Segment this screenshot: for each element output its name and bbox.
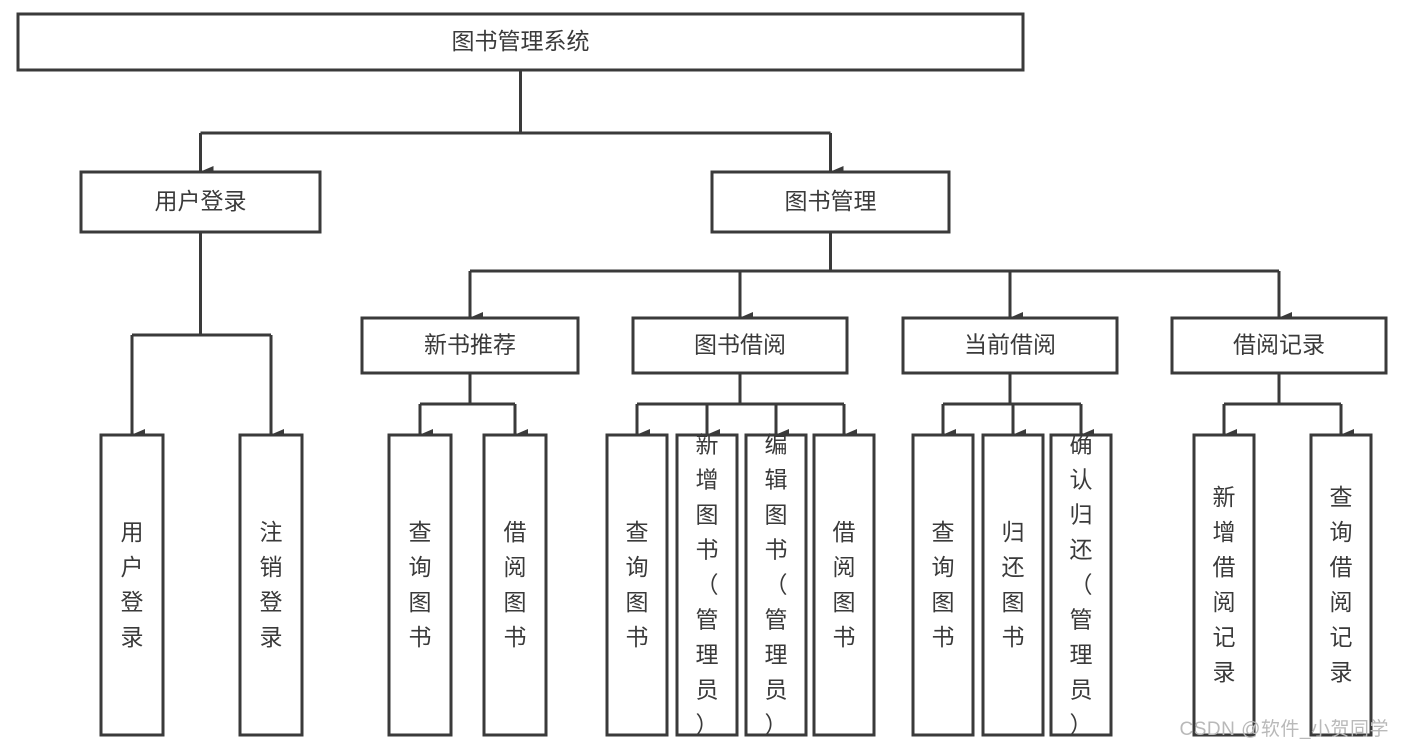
node-borrow-record[interactable]: 借阅记录 <box>1170 316 1388 375</box>
node-label: 新书推荐 <box>424 332 516 358</box>
node-box[interactable] <box>631 316 849 375</box>
node-box[interactable] <box>605 433 669 737</box>
node-box[interactable] <box>1049 433 1113 737</box>
node-label: 查询图书 <box>626 519 649 650</box>
node-box[interactable] <box>1192 433 1256 737</box>
node-new-book-recommend[interactable]: 新书推荐 <box>360 316 580 375</box>
node-label: 查询图书 <box>409 519 432 650</box>
node-label: 新增借阅记录 <box>1213 484 1236 685</box>
leaf-leaf-borrow-book-2[interactable]: 借阅图书 <box>812 433 876 737</box>
node-box[interactable] <box>981 433 1045 737</box>
leaf-leaf-user-logout[interactable]: 注销登录 <box>238 433 304 737</box>
node-label: 用户登录 <box>121 519 144 650</box>
node-box[interactable] <box>482 433 548 737</box>
leaf-leaf-add-book[interactable]: 新增图书（管理员） <box>675 432 739 738</box>
leaf-leaf-confirm-return[interactable]: 确认归还（管理员） <box>1049 432 1113 738</box>
node-label: 当前借阅 <box>964 332 1056 358</box>
leaf-leaf-query-book-3[interactable]: 查询图书 <box>911 433 975 737</box>
node-user-login[interactable]: 用户登录 <box>79 170 322 234</box>
node-layer: 图书管理系统用户登录图书管理新书推荐图书借阅当前借阅借阅记录用户登录注销登录查询… <box>16 12 1388 738</box>
node-label: 图书借阅 <box>694 332 786 358</box>
node-box[interactable] <box>1170 316 1388 375</box>
node-box[interactable] <box>710 170 951 234</box>
leaf-leaf-add-record[interactable]: 新增借阅记录 <box>1192 433 1256 737</box>
node-box[interactable] <box>675 433 739 737</box>
node-box[interactable] <box>1309 433 1373 737</box>
node-label: 归还图书 <box>1002 519 1025 650</box>
leaf-leaf-return-book[interactable]: 归还图书 <box>981 433 1045 737</box>
node-book-manage[interactable]: 图书管理 <box>710 170 951 234</box>
node-label: 借阅图书 <box>504 519 527 650</box>
node-box[interactable] <box>812 433 876 737</box>
node-book-borrow[interactable]: 图书借阅 <box>631 316 849 375</box>
node-box[interactable] <box>16 12 1025 72</box>
node-box[interactable] <box>901 316 1119 375</box>
node-current-borrow[interactable]: 当前借阅 <box>901 316 1119 375</box>
node-box[interactable] <box>99 433 165 737</box>
node-label: 借阅记录 <box>1233 332 1325 358</box>
leaf-leaf-user-login[interactable]: 用户登录 <box>99 433 165 737</box>
node-box[interactable] <box>79 170 322 234</box>
node-label: 图书管理系统 <box>452 28 590 54</box>
node-label: 编辑图书（管理员） <box>765 432 788 738</box>
node-label: 图书管理 <box>785 188 877 214</box>
node-label: 用户登录 <box>155 188 247 214</box>
node-box[interactable] <box>238 433 304 737</box>
leaf-leaf-edit-book[interactable]: 编辑图书（管理员） <box>744 432 808 738</box>
node-label: 注销登录 <box>260 519 283 650</box>
leaf-leaf-query-book-1[interactable]: 查询图书 <box>387 433 453 737</box>
connector-layer <box>130 70 1354 441</box>
node-label: 借阅图书 <box>833 519 856 650</box>
node-root[interactable]: 图书管理系统 <box>16 12 1025 72</box>
node-box[interactable] <box>911 433 975 737</box>
node-box[interactable] <box>744 433 808 737</box>
node-label: 查询借阅记录 <box>1330 484 1353 685</box>
node-box[interactable] <box>387 433 453 737</box>
leaf-leaf-borrow-book-1[interactable]: 借阅图书 <box>482 433 548 737</box>
node-box[interactable] <box>360 316 580 375</box>
node-label: 确认归还（管理员） <box>1070 432 1093 738</box>
leaf-leaf-query-record[interactable]: 查询借阅记录 <box>1309 433 1373 737</box>
node-label: 新增图书（管理员） <box>696 432 719 738</box>
leaf-leaf-query-book-2[interactable]: 查询图书 <box>605 433 669 737</box>
node-label: 查询图书 <box>932 519 955 650</box>
